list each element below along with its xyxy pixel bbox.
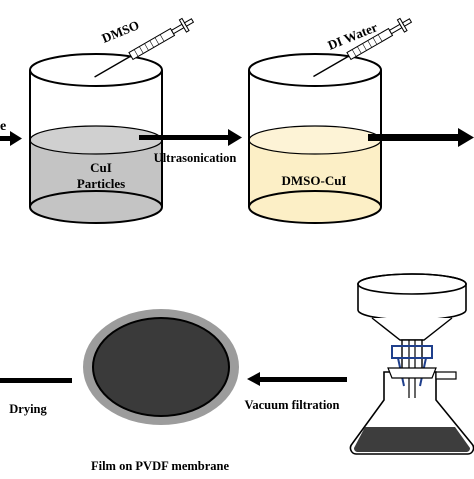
arrow-in-left (0, 131, 22, 146)
step-vacuum-filtration-label: Vacuum filtration (244, 398, 339, 412)
film-caption: Film on PVDF membrane (91, 459, 230, 473)
step-ultrasonication-label: Ultrasonication (154, 151, 237, 165)
arrow-vacuum-filtration (247, 372, 347, 386)
arrow-drying (0, 378, 72, 383)
pvdf-membrane (83, 309, 239, 425)
step-drying-label: Drying (9, 402, 47, 416)
pipette-water-icon (313, 17, 413, 78)
cut-left-label: e (0, 119, 6, 134)
arrow-out-right (368, 128, 474, 147)
beaker-dmso-cui (248, 53, 382, 224)
beaker1-label-line2: Particles (77, 176, 125, 191)
pipette-dmso-icon (94, 17, 195, 78)
beaker2-label: DMSO-CuI (281, 173, 346, 188)
filtrate-liquid (353, 427, 471, 452)
vacuum-filtration-flask-icon (349, 273, 474, 455)
beaker1-label-line1: CuI (90, 160, 112, 175)
deposited-film (92, 317, 230, 417)
arrow-ultrasonication (139, 129, 242, 146)
clamp (391, 345, 433, 359)
dmso-pipette-label: DMSO (100, 17, 142, 46)
